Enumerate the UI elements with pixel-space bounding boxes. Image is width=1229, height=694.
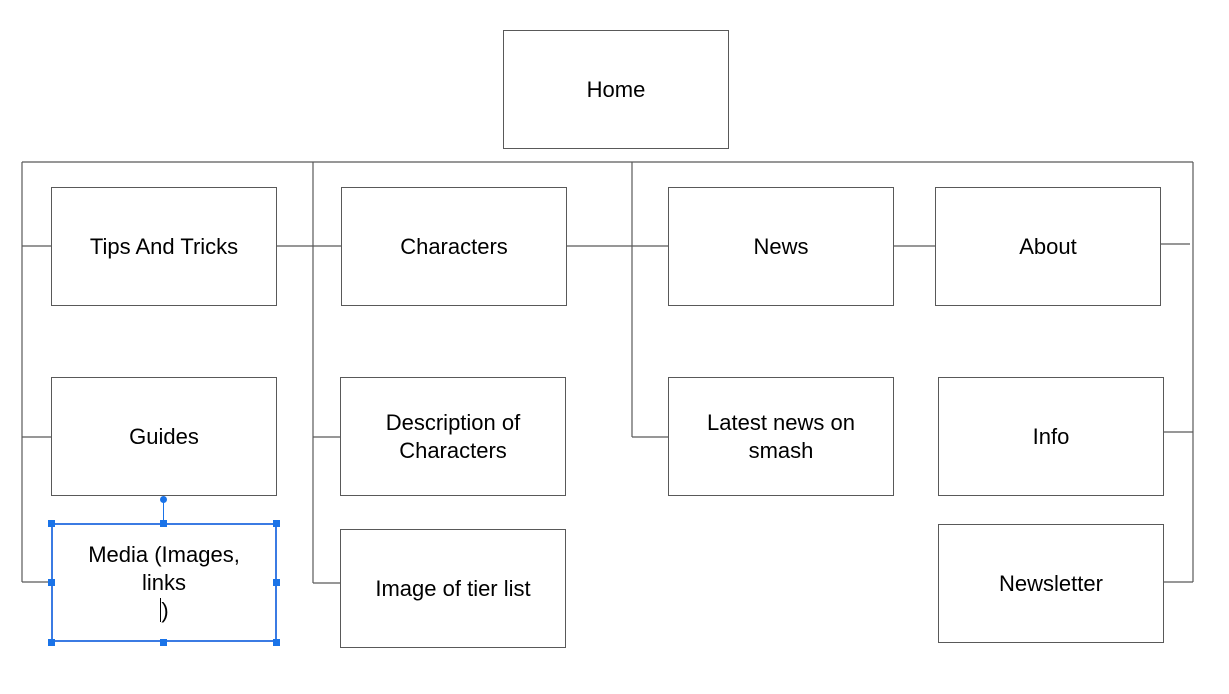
node-info-label: Info xyxy=(1032,423,1070,449)
node-media-label-tail: ) xyxy=(161,597,169,623)
node-news-label: News xyxy=(753,233,809,259)
node-guides-label: Guides xyxy=(129,423,199,449)
resize-handle-top[interactable] xyxy=(160,520,167,527)
node-latest-news-label: Latest news on smash xyxy=(707,409,855,463)
node-image-of-tier-list-label: Image of tier list xyxy=(375,575,531,601)
node-info[interactable]: Info xyxy=(938,377,1164,496)
node-newsletter-label: Newsletter xyxy=(999,570,1103,596)
node-news[interactable]: News xyxy=(668,187,894,306)
node-description-of-characters-label: Description of Characters xyxy=(385,409,521,463)
node-tips-and-tricks-label: Tips And Tricks xyxy=(89,233,239,259)
node-media-text[interactable]: Media (Images, links) xyxy=(74,541,254,625)
node-about[interactable]: About xyxy=(935,187,1161,306)
node-guides[interactable]: Guides xyxy=(51,377,277,496)
node-media-label: Media (Images, links xyxy=(88,541,240,595)
node-tips-and-tricks[interactable]: Tips And Tricks xyxy=(51,187,277,306)
node-about-label: About xyxy=(1019,233,1077,259)
node-description-of-characters[interactable]: Description of Characters xyxy=(340,377,566,496)
resize-handle-bottom-left[interactable] xyxy=(48,639,55,646)
node-image-of-tier-list[interactable]: Image of tier list xyxy=(340,529,566,648)
node-latest-news[interactable]: Latest news on smash xyxy=(668,377,894,496)
node-characters[interactable]: Characters xyxy=(341,187,567,306)
resize-handle-bottom[interactable] xyxy=(160,639,167,646)
node-home-label: Home xyxy=(586,76,646,102)
resize-handle-top-right[interactable] xyxy=(273,520,280,527)
resize-handle-left[interactable] xyxy=(48,579,55,586)
rotation-handle-line xyxy=(163,502,164,523)
text-cursor xyxy=(160,597,162,622)
resize-handle-right[interactable] xyxy=(273,579,280,586)
rotate-handle[interactable] xyxy=(160,496,167,503)
node-characters-label: Characters xyxy=(400,233,508,259)
node-media[interactable]: Media (Images, links) xyxy=(51,523,277,642)
resize-handle-bottom-right[interactable] xyxy=(273,639,280,646)
node-newsletter[interactable]: Newsletter xyxy=(938,524,1164,643)
node-home[interactable]: Home xyxy=(503,30,729,149)
resize-handle-top-left[interactable] xyxy=(48,520,55,527)
